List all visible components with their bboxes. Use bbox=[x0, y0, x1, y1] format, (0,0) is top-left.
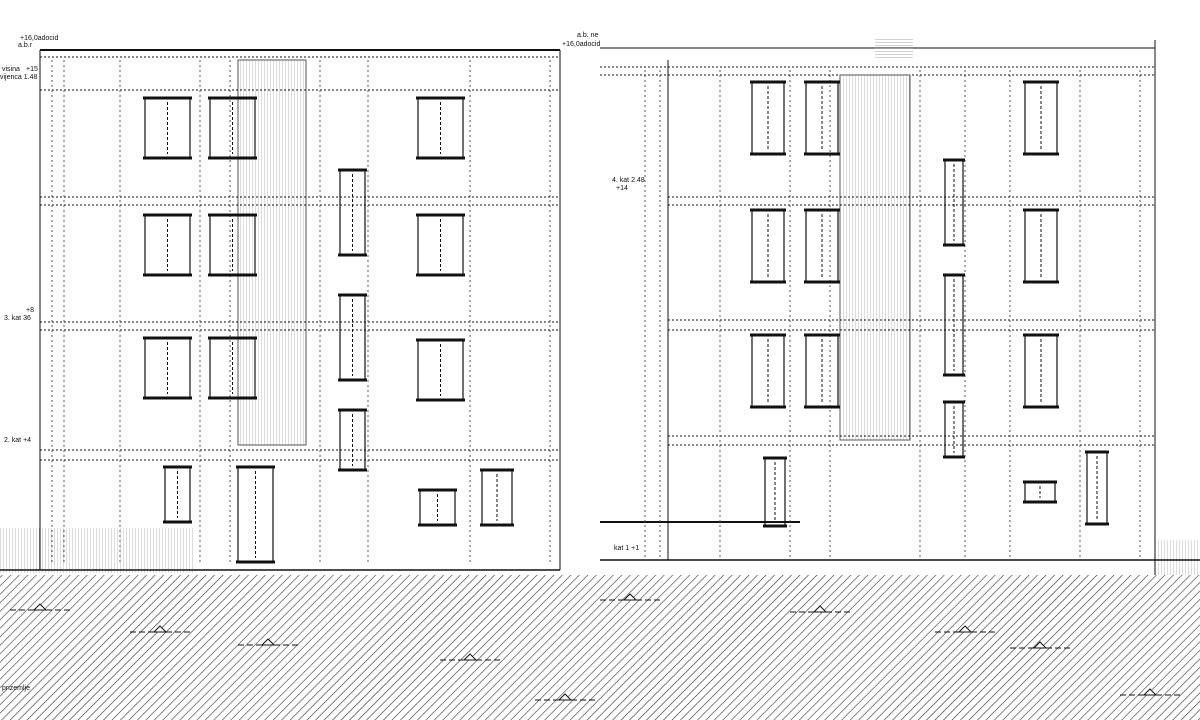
window bbox=[339, 294, 366, 381]
left-building-elevation bbox=[0, 49, 1180, 701]
label-floor2: 2. kat +4 bbox=[4, 437, 31, 444]
label-top-level: +16,0adocid bbox=[20, 35, 58, 42]
left-labels: +16,0adocid a.b.r visina vijenca 1.48 +1… bbox=[0, 35, 58, 692]
label-top-note: a.b.r bbox=[18, 42, 33, 49]
label-right-top-note: a.b. ne bbox=[577, 32, 599, 39]
left-plinth-hatch bbox=[0, 528, 195, 573]
label-floor4: 4. kat 2.48 bbox=[612, 177, 645, 184]
ground-hatch bbox=[0, 575, 1200, 720]
label-cornice: vijenca 1.48 bbox=[0, 74, 37, 81]
right-plinth-hatch bbox=[1155, 540, 1200, 575]
window bbox=[339, 169, 366, 256]
label-ground: prizemlje bbox=[2, 685, 30, 692]
label-mark-15: +15 bbox=[26, 66, 38, 73]
label-mark-14: +14 bbox=[616, 185, 628, 192]
stair-tower-right bbox=[839, 74, 911, 441]
label-floor3: 3. kat 36 bbox=[4, 315, 31, 322]
label-mark-8: +8 bbox=[26, 307, 34, 314]
stair-tower-left bbox=[237, 59, 307, 446]
window bbox=[944, 159, 964, 246]
right-labels: a.b. ne +16,0adocid 4. kat 2.48 +14 kat … bbox=[562, 32, 645, 552]
label-right-top-level: +16,0adocid bbox=[562, 41, 600, 48]
right-building-elevation bbox=[600, 38, 1200, 575]
label-floor1: kat 1 +1 bbox=[614, 545, 639, 552]
label-height: visina bbox=[2, 66, 20, 73]
roof-vent bbox=[875, 38, 913, 60]
